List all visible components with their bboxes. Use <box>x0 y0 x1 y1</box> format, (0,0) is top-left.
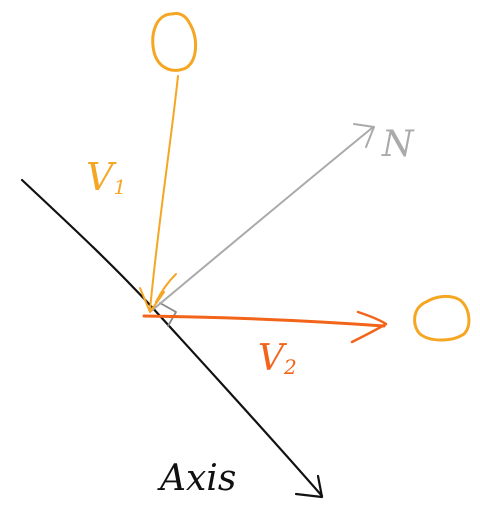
v1-line <box>149 75 179 311</box>
normal-line <box>149 127 373 313</box>
v2-label-subscript: 2 <box>283 355 297 379</box>
v1-arrowhead <box>139 287 165 313</box>
v2-label: V2 <box>258 338 297 379</box>
v2-arrowhead <box>350 310 388 344</box>
v1-label: V1 <box>86 155 126 199</box>
axis-vector <box>20 178 324 499</box>
v1-vector <box>139 12 197 313</box>
v2-target-circle <box>413 294 471 342</box>
normal-label: N <box>381 124 415 165</box>
v2-line <box>142 314 386 328</box>
v2-vector <box>142 294 471 344</box>
normal-vector <box>149 123 375 313</box>
v1-source-circle <box>151 12 197 72</box>
v1-tick <box>155 273 177 303</box>
right-angle-marker <box>159 302 177 327</box>
axis-line <box>20 178 324 498</box>
axis-label: Axis <box>157 458 236 499</box>
normal-arrowhead <box>353 123 375 148</box>
v1-label-subscript: 1 <box>113 175 126 199</box>
axis-arrowhead <box>294 474 324 499</box>
